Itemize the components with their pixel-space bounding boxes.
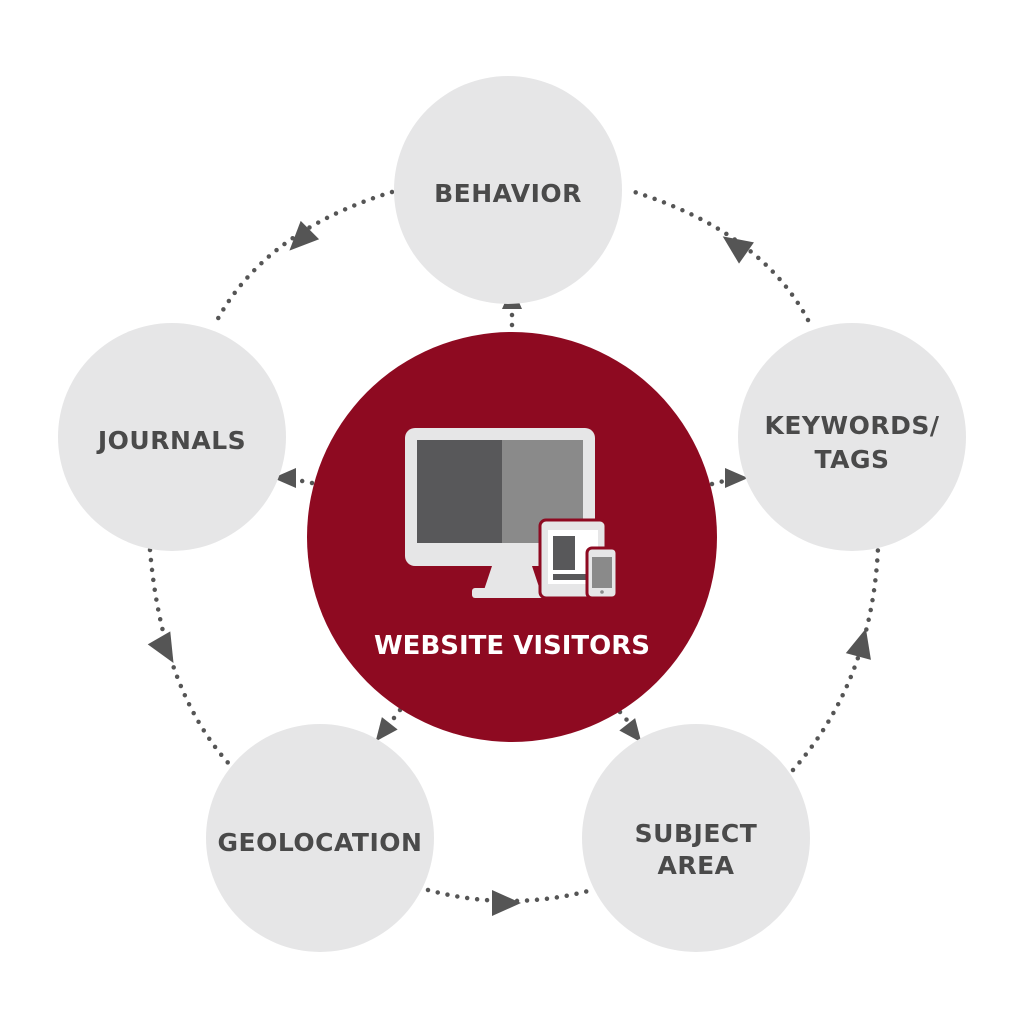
node-geolocation: GEOLOCATION: [206, 724, 434, 952]
arrow-icon: [845, 628, 871, 660]
node-subject-area: SUBJECT AREA: [582, 724, 810, 952]
arrow-icon: [725, 468, 748, 488]
arrow-icon: [147, 631, 174, 663]
arrow-icon: [722, 236, 754, 264]
node-keywords-label-line2: TAGS: [815, 445, 890, 474]
node-behavior: BEHAVIOR: [394, 76, 622, 304]
node-geolocation-label: GEOLOCATION: [218, 828, 423, 857]
arrow-icon: [375, 717, 398, 742]
node-subject-label-line1: SUBJECT: [635, 819, 758, 848]
connector-geolocation-subject: [425, 887, 595, 904]
arrow-icon: [273, 468, 296, 488]
arrow-icon: [492, 890, 521, 916]
arrowheads: [147, 220, 871, 916]
spoke-journals: [289, 476, 315, 486]
spoke-subject: [617, 709, 635, 729]
spoke-geolocation: [385, 707, 403, 729]
outer-cycle-connectors: [147, 187, 881, 904]
connector-subject-keywords: [790, 545, 881, 773]
node-subject-label-line2: AREA: [657, 851, 734, 880]
arrow-icon: [619, 718, 642, 743]
arrow-icon: [289, 220, 320, 251]
node-journals: JOURNALS: [58, 323, 286, 551]
center-node-label: WEBSITE VISITORS: [374, 631, 650, 661]
smartphone-icon: [585, 546, 619, 600]
spoke-keywords: [709, 477, 731, 487]
node-keywords-tags: KEYWORDS/ TAGS: [738, 323, 966, 551]
connector-behavior-journals: [211, 189, 395, 329]
node-behavior-label: BEHAVIOR: [434, 179, 582, 208]
center-node-website-visitors: WEBSITE VISITORS: [307, 332, 717, 742]
node-journals-label: JOURNALS: [96, 426, 246, 455]
connector-journals-geolocation: [147, 547, 233, 768]
node-keywords-label-line1: KEYWORDS/: [764, 411, 939, 440]
inner-spoke-connectors: [289, 302, 731, 729]
connector-keywords-behavior: [625, 187, 811, 323]
